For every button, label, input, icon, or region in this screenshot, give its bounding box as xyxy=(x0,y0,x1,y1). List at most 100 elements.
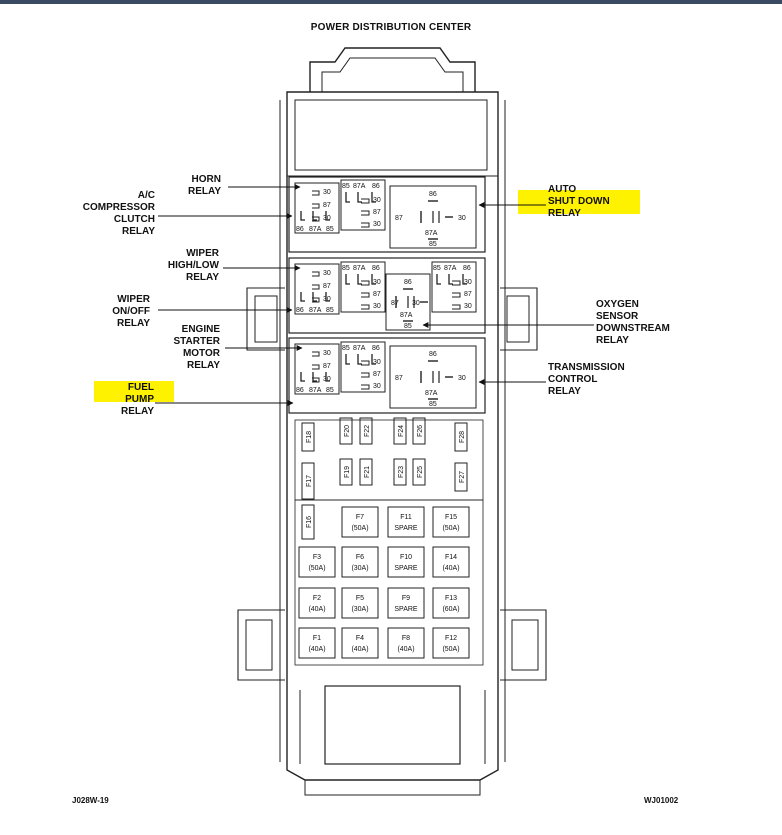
fuse-rating: (50A) xyxy=(308,565,325,572)
label-ac-compressor-relay: A/C COMPRESSOR CLUTCH RELAY xyxy=(82,190,155,237)
pin-87: 87 xyxy=(391,300,399,307)
fuse-rating: SPARE xyxy=(394,565,418,572)
pin-87: 87 xyxy=(395,215,403,222)
mini-fuse: F22 xyxy=(359,417,373,445)
fuse-rating: (30A) xyxy=(351,606,368,613)
label-transmission-control-relay: TRANSMISSION CONTROL RELAY xyxy=(548,362,625,397)
pin-30: 30 xyxy=(323,189,331,196)
pin-87a: 87A xyxy=(353,345,366,352)
pin-87: 87 xyxy=(373,371,381,378)
fuse-id: F23 xyxy=(398,466,405,478)
label-fuel-pump-relay: FUEL PUMP RELAY xyxy=(121,382,154,417)
mini-fuse: F20 xyxy=(339,417,353,445)
pin-30: 30 xyxy=(458,215,466,222)
pin-87: 87 xyxy=(323,283,331,290)
pin-30: 30 xyxy=(373,221,381,228)
fuse-rating: SPARE xyxy=(394,606,418,613)
maxi-fuse: F3(50A) xyxy=(298,546,336,578)
fuse-id: F7 xyxy=(356,514,364,521)
maxi-fuse: F2 (40A) xyxy=(298,587,336,619)
pin-87a: 87A xyxy=(444,265,457,272)
fuse-id: F5 xyxy=(356,595,364,602)
fuse-id: F22 xyxy=(364,425,371,437)
pin-86: 86 xyxy=(372,183,380,190)
pin-85: 85 xyxy=(326,226,334,233)
maxi-fuse: F1(40A) xyxy=(298,627,336,659)
fuse-id: F14 xyxy=(445,554,457,561)
maxi-fuse: F5 (30A) xyxy=(341,587,379,619)
fuse-rating: (50A) xyxy=(442,646,459,653)
fuse-id: F17 xyxy=(306,475,313,487)
figure-id-left: J028W-19 xyxy=(72,796,109,805)
pin-87a: 87A xyxy=(353,265,366,272)
maxi-fuse: F12(50A) xyxy=(432,627,470,659)
pin-30: 30 xyxy=(323,376,331,383)
fuse-id: F25 xyxy=(417,466,424,478)
fuse-rating: (40A) xyxy=(351,646,368,653)
fuse-id: F4 xyxy=(356,635,364,642)
pin-85: 85 xyxy=(326,307,334,314)
fuse-id: F6 xyxy=(356,554,364,561)
label-wiper-high-low-relay: WIPER HIGH/LOW RELAY xyxy=(167,248,219,283)
pin-87: 87 xyxy=(395,375,403,382)
diagram-title: POWER DISTRIBUTION CENTER xyxy=(310,22,472,33)
maxi-fuse: F6 (30A) xyxy=(341,546,379,578)
fuse-rating: SPARE xyxy=(394,525,418,532)
pin-30: 30 xyxy=(373,359,381,366)
pin-85: 85 xyxy=(342,183,350,190)
pin-87a: 87A xyxy=(353,183,366,190)
label-wiper-on-off-relay: WIPER ON/OFF RELAY xyxy=(112,294,150,329)
fuse-id: F8 xyxy=(402,635,410,642)
mini-fuse: F27 xyxy=(454,462,468,492)
fuse-rating: (40A) xyxy=(442,565,459,572)
pin-86: 86 xyxy=(463,265,471,272)
mini-fuse: F28 xyxy=(454,422,468,452)
maxi-fuse: F14 (40A) xyxy=(432,546,470,578)
fuse-id: F21 xyxy=(364,466,371,478)
pin-30: 30 xyxy=(464,279,472,286)
fuse-id: F26 xyxy=(417,425,424,437)
pin-86: 86 xyxy=(296,226,304,233)
maxi-fuse: F15(50A) xyxy=(432,506,470,538)
label-oxygen-sensor-relay: OXYGEN SENSOR DOWNSTREAM RELAY xyxy=(596,299,670,346)
pin-86: 86 xyxy=(404,279,412,286)
fuse-id: F24 xyxy=(398,425,405,437)
pin-87a: 87A xyxy=(400,312,413,319)
pin-30: 30 xyxy=(464,303,472,310)
pin-30: 30 xyxy=(373,197,381,204)
figure-id-right: WJ01002 xyxy=(644,796,679,805)
pin-87: 87 xyxy=(373,291,381,298)
fuse-id: F1 xyxy=(313,635,321,642)
fuse-id: F16 xyxy=(306,516,313,528)
pin-85: 85 xyxy=(433,265,441,272)
pin-87: 87 xyxy=(373,209,381,216)
highlight-fuel-pump xyxy=(94,381,174,402)
window-top-border xyxy=(0,0,782,4)
pin-85: 85 xyxy=(326,387,334,394)
pin-86: 86 xyxy=(372,345,380,352)
fuse-rating: (30A) xyxy=(351,565,368,572)
pin-86: 86 xyxy=(296,387,304,394)
mini-fuse: F18 xyxy=(301,422,315,452)
mini-fuse: F17 xyxy=(301,462,315,500)
fuse-id: F15 xyxy=(445,514,457,521)
pin-30: 30 xyxy=(323,296,331,303)
fuse-rating: (60A) xyxy=(442,606,459,613)
pin-87: 87 xyxy=(464,291,472,298)
label-auto-shut-down-relay: AUTO SHUT DOWN RELAY xyxy=(548,184,610,219)
fuse-id: F2 xyxy=(313,595,321,602)
fuse-rating: (40A) xyxy=(308,606,325,613)
pin-30: 30 xyxy=(323,350,331,357)
pin-30: 30 xyxy=(373,303,381,310)
